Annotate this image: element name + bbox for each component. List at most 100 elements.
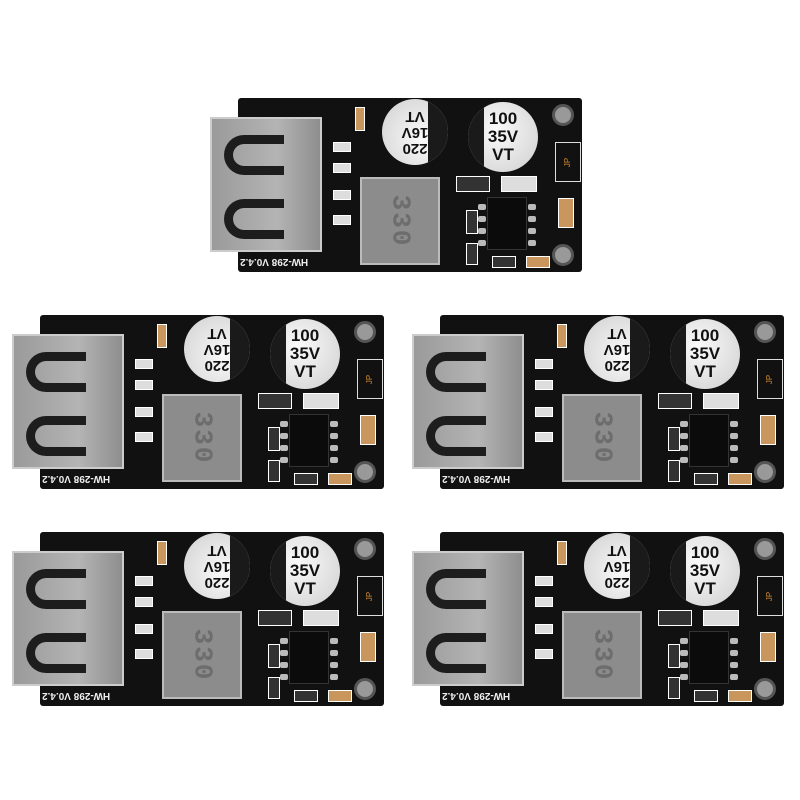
resistor: [466, 210, 478, 234]
controller-ic: [280, 414, 338, 467]
mounting-hole: [354, 538, 376, 560]
resistor: [328, 473, 352, 485]
ic-pin: [330, 433, 338, 439]
diode: [658, 393, 692, 409]
ic-pin: [730, 650, 738, 656]
ic-pin: [680, 457, 688, 463]
capacitor-smd: [703, 610, 739, 626]
ic-pin: [280, 433, 288, 439]
pad: [535, 359, 553, 369]
connector-clip: [26, 569, 86, 609]
input-capacitor: 220 16V VT: [584, 316, 650, 382]
pad: [333, 142, 351, 152]
pad: [535, 649, 553, 659]
ic-pin: [730, 433, 738, 439]
inductor-marking: 330: [385, 194, 415, 248]
pad: [535, 597, 553, 607]
pad: [535, 624, 553, 634]
ic-pin: [730, 421, 738, 427]
usb-c-connector: [412, 334, 524, 469]
pad: [135, 597, 153, 607]
resistor: [294, 690, 318, 702]
resistor: [526, 256, 550, 268]
ic-pin: [330, 457, 338, 463]
resistor: [328, 690, 352, 702]
ic-pin: [280, 445, 288, 451]
cap-value: 220: [204, 573, 230, 591]
pad: [135, 649, 153, 659]
inductor: 330: [360, 177, 440, 265]
connector-clip: [26, 352, 86, 392]
inductor: 330: [562, 611, 642, 699]
mounting-hole: [354, 461, 376, 483]
cap-value: 220: [402, 139, 428, 157]
resistor: [668, 677, 680, 699]
cap-series: VT: [694, 578, 716, 598]
connector-clip: [426, 352, 486, 392]
resistor: [668, 427, 680, 451]
cap-series: VT: [207, 325, 227, 343]
ic-pin: [730, 662, 738, 668]
connector-clip: [224, 199, 284, 239]
mounting-hole: [354, 678, 376, 700]
output-capacitor: 100 35V VT: [270, 536, 340, 606]
buck-converter-board: 220 16V VT 100 35V VT 330 JP HW-298 V0.4…: [412, 532, 784, 706]
pad: [333, 163, 351, 173]
ic-pin: [528, 216, 536, 222]
jumper: JP: [555, 142, 581, 182]
ic-pin: [330, 445, 338, 451]
mounting-hole: [754, 678, 776, 700]
cap-voltage: 35V: [689, 344, 721, 364]
ic-pin: [330, 650, 338, 656]
capacitor-smd: [303, 393, 339, 409]
cap-series: VT: [492, 144, 514, 164]
connector-clip: [426, 416, 486, 456]
ic-pin: [680, 421, 688, 427]
diode: [658, 610, 692, 626]
ic-pin: [330, 662, 338, 668]
mounting-hole: [552, 244, 574, 266]
cap-series: VT: [405, 108, 425, 126]
jumper: JP: [757, 576, 783, 616]
cap-value: 100: [290, 326, 320, 346]
ic-pin: [680, 674, 688, 680]
mounting-hole: [552, 104, 574, 126]
controller-ic: [478, 197, 536, 250]
ic-pin: [528, 240, 536, 246]
ic-pin: [280, 638, 288, 644]
output-capacitor: 100 35V VT: [670, 536, 740, 606]
jumper: JP: [357, 359, 383, 399]
usb-c-connector: [12, 334, 124, 469]
inductor-marking: 330: [587, 411, 617, 465]
ic-pin: [680, 445, 688, 451]
resistor: [268, 427, 280, 451]
board-label: HW-298 V0.4.2: [42, 690, 111, 701]
resistor: [268, 460, 280, 482]
pad: [135, 407, 153, 417]
cap-value: 100: [488, 109, 518, 129]
cap-series: VT: [207, 542, 227, 560]
cap-series: VT: [294, 578, 316, 598]
resistor: [355, 107, 365, 131]
ic-pin: [730, 445, 738, 451]
board-label: HW-298 V0.4.2: [442, 473, 511, 484]
buck-converter-board: 220 16V VT 100 35V VT 330 JP HW-298 V0.4…: [210, 98, 582, 272]
capacitor-smd: [703, 393, 739, 409]
connector-clip: [26, 633, 86, 673]
ic-pin: [680, 650, 688, 656]
controller-ic: [280, 631, 338, 684]
cap-voltage: 35V: [689, 561, 721, 581]
pad: [535, 407, 553, 417]
jumper-label: JP: [765, 374, 775, 384]
ic-pin: [478, 228, 486, 234]
output-capacitor: 100 35V VT: [670, 319, 740, 389]
ic-pin: [330, 638, 338, 644]
input-capacitor: 220 16V VT: [184, 316, 250, 382]
usb-c-connector: [412, 551, 524, 686]
ic-pin: [280, 421, 288, 427]
pad: [535, 380, 553, 390]
cap-value: 100: [290, 543, 320, 563]
board-label: HW-298 V0.4.2: [42, 473, 111, 484]
connector-clip: [426, 633, 486, 673]
buck-converter-board: 220 16V VT 100 35V VT 330 JP HW-298 V0.4…: [12, 532, 384, 706]
